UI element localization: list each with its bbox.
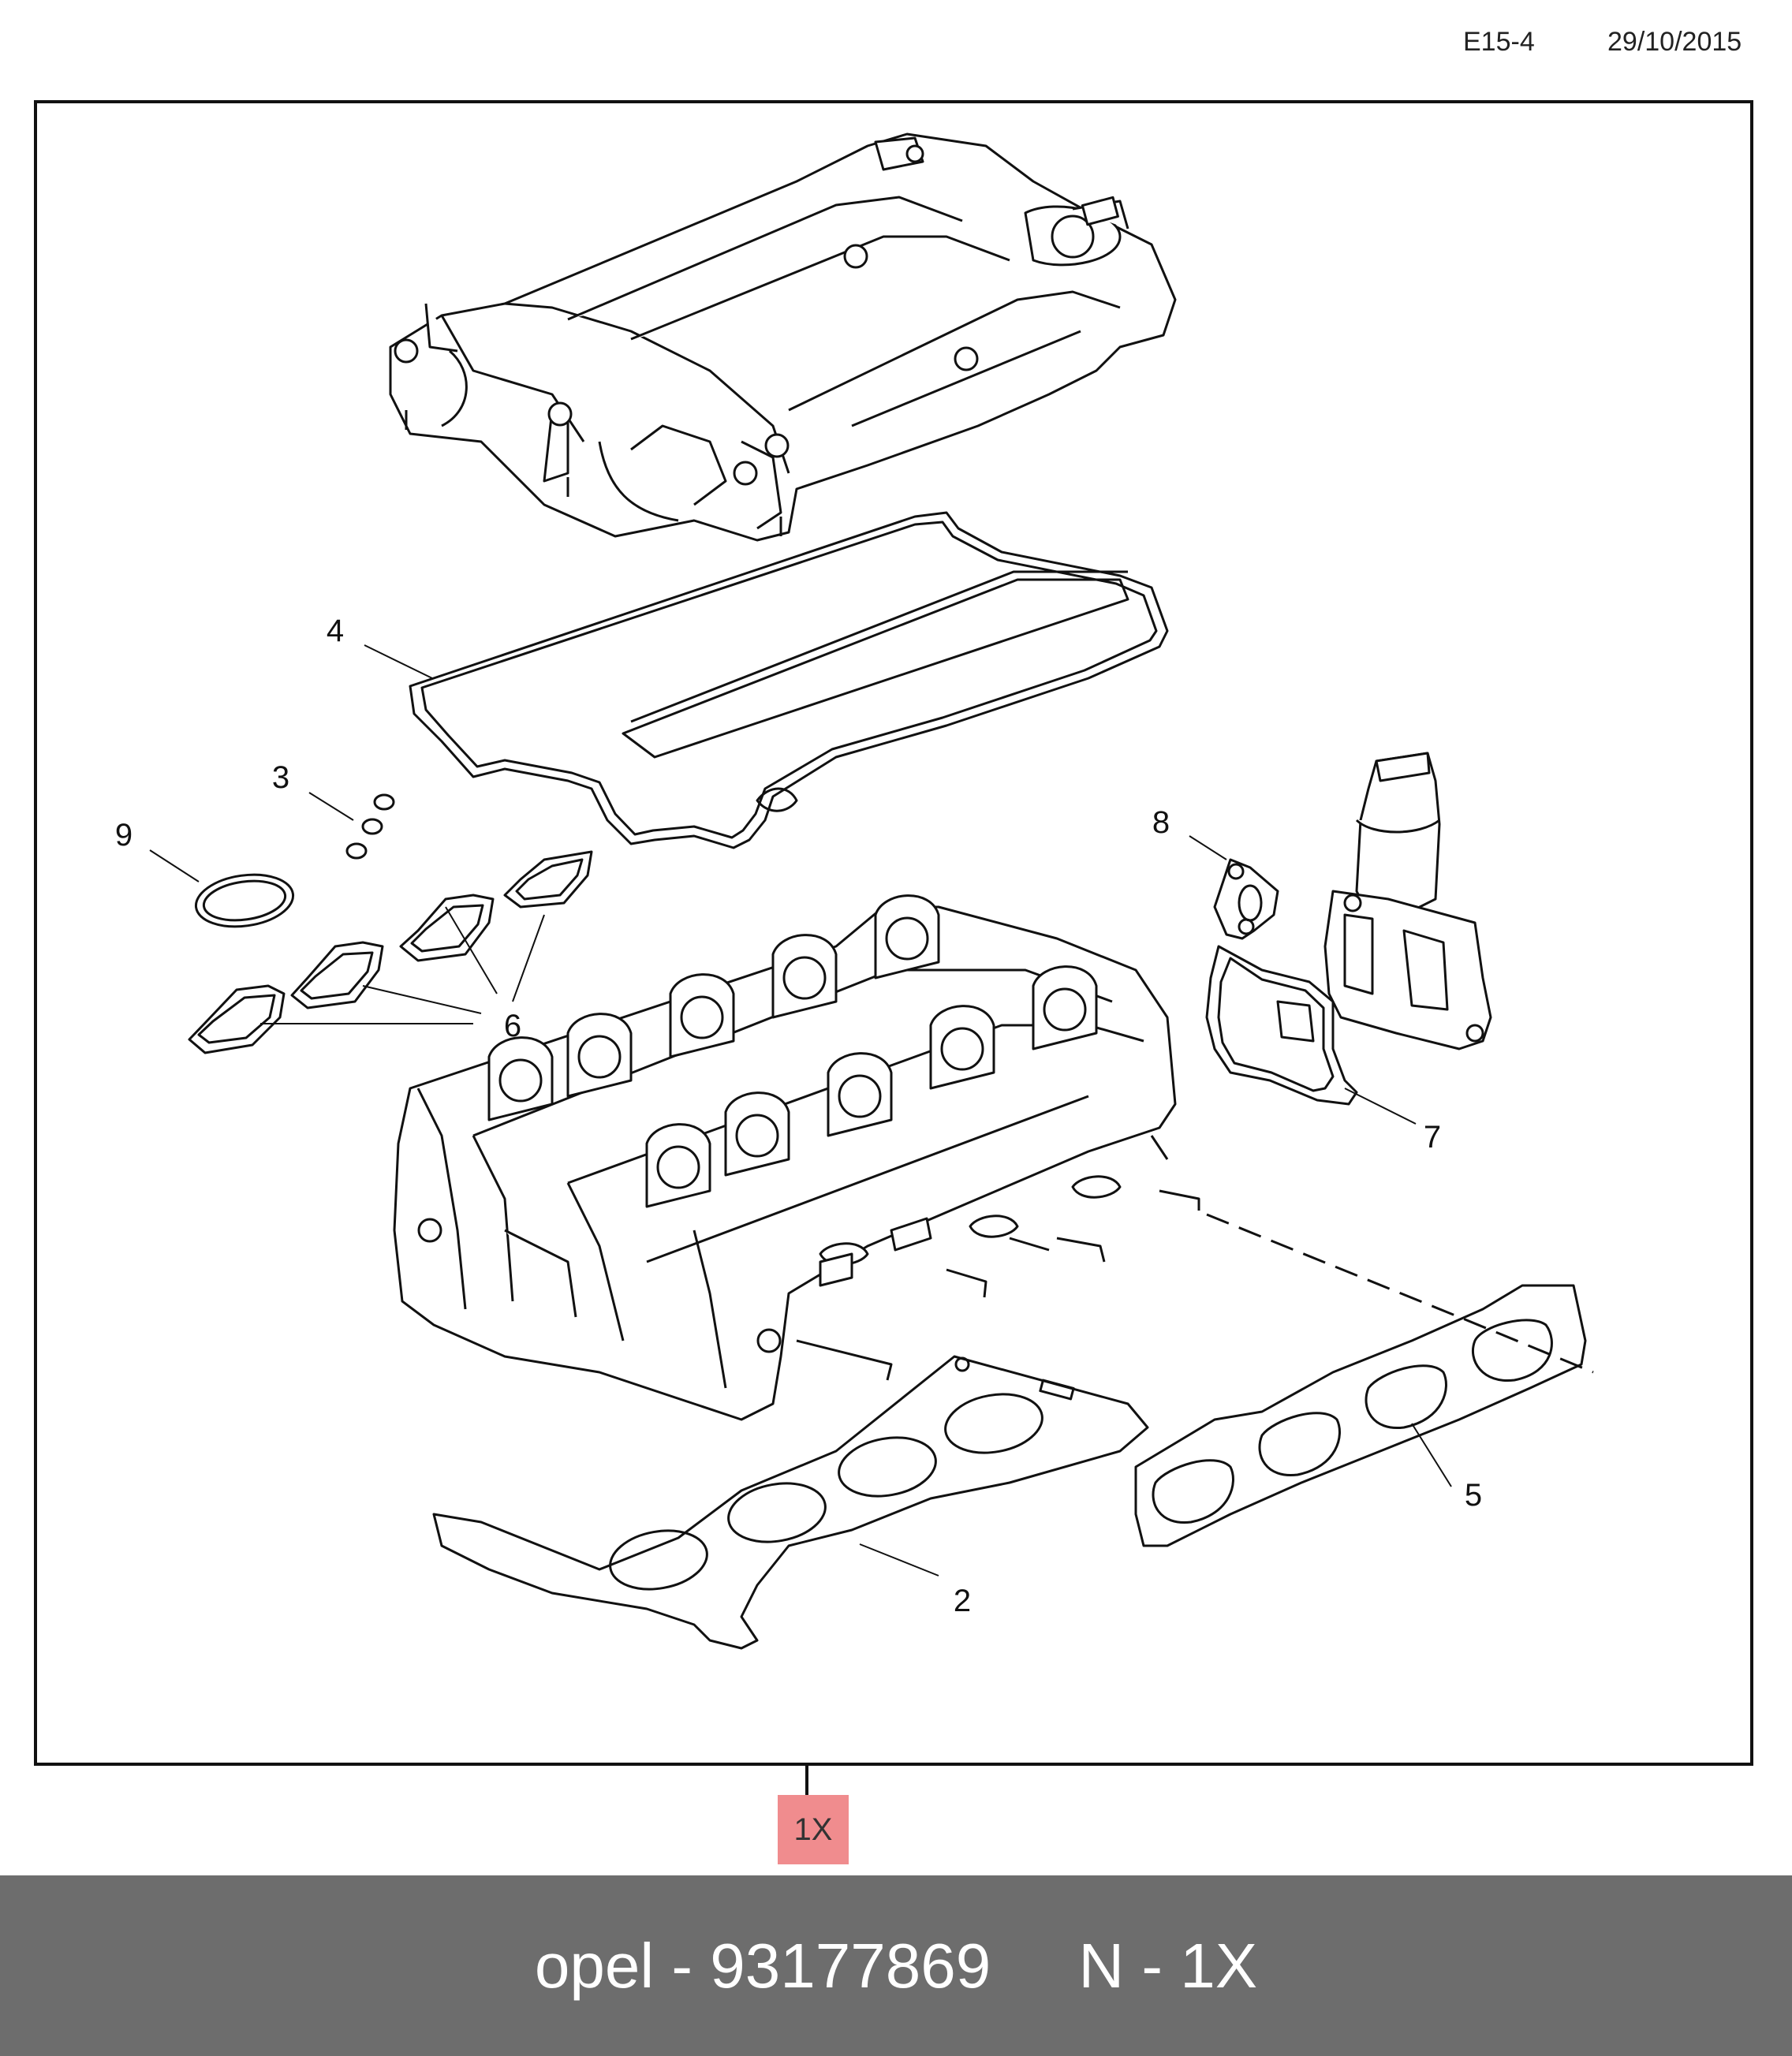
valve-cover xyxy=(389,132,1177,542)
seal-rings xyxy=(345,793,395,860)
part-number-footer: opel - 93177869 N - 1X xyxy=(0,1875,1792,2056)
leader-lines xyxy=(149,644,1452,1577)
cover-gasket xyxy=(409,511,1169,849)
callout-9: 9 xyxy=(115,818,133,853)
exhaust-gasket xyxy=(1134,1284,1587,1547)
ring-seal xyxy=(194,873,295,928)
callout-6: 6 xyxy=(504,1009,521,1043)
callout-4: 4 xyxy=(327,614,344,648)
callout-2: 2 xyxy=(954,1584,971,1618)
cylinder-head xyxy=(393,894,1200,1421)
egr-valve xyxy=(1323,752,1492,1050)
egr-gasket xyxy=(1213,858,1279,940)
diagram-date: 29/10/2015 xyxy=(1607,27,1742,57)
callout-3: 3 xyxy=(272,760,289,795)
callout-8: 8 xyxy=(1152,805,1170,840)
diagram-code: E15-4 xyxy=(1463,27,1535,57)
callout-5: 5 xyxy=(1465,1478,1482,1513)
callout-7: 7 xyxy=(1424,1120,1441,1155)
head-gasket xyxy=(432,1355,1149,1650)
alignment-line xyxy=(1206,1213,1594,1374)
egr-pipe-gasket xyxy=(1205,945,1358,1106)
quantity-tag: 1X xyxy=(778,1795,849,1864)
callouts: 2 3 4 5 6 7 8 9 xyxy=(115,614,1482,1618)
port-gaskets xyxy=(188,850,593,1054)
tag-connector xyxy=(805,1766,808,1796)
